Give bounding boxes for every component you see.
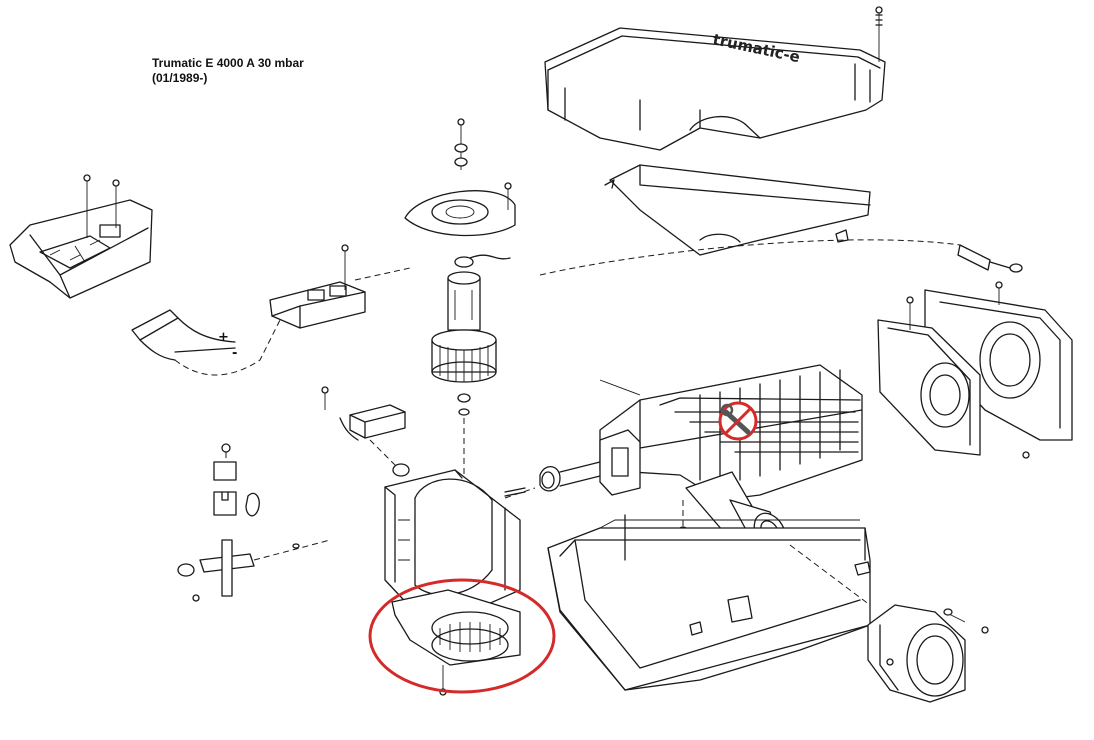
fan-housing	[384, 469, 536, 696]
fan-assembly	[404, 118, 516, 480]
power-cable: + -	[131, 309, 286, 376]
cover-hood: trumatic-e	[544, 6, 886, 151]
diagram-title-date: (01/1989-)	[152, 71, 208, 85]
exhaust-box	[877, 244, 1073, 459]
cover-plate	[604, 164, 871, 256]
base-tray	[547, 514, 871, 691]
relay-board	[269, 239, 961, 329]
capacitor	[321, 386, 410, 477]
plus-terminal-label: +	[218, 330, 229, 345]
control-board	[9, 174, 153, 299]
diagram-title: Trumatic E 4000 A 30 mbar (01/1989-)	[152, 56, 304, 86]
wrench-prohibited-icon	[718, 401, 758, 441]
diagram-title-model: Trumatic E 4000 A 30 mbar	[152, 56, 304, 70]
heat-exchanger	[539, 364, 863, 553]
exhaust-duct	[867, 604, 989, 703]
minus-terminal-label: -	[232, 346, 237, 361]
highlight-circle	[368, 578, 556, 694]
selector-switch	[177, 443, 331, 602]
